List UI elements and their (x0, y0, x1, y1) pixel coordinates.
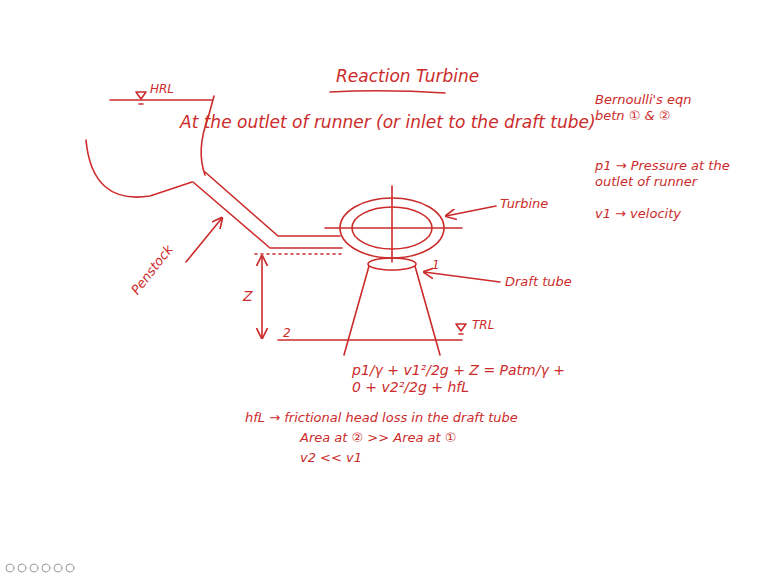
note-text: p1 → Pressure at the outlet of runner (595, 158, 753, 189)
penstock-pipe (193, 182, 342, 248)
section-number: 1 (432, 258, 440, 272)
note-text: hfL → frictional head loss in the draft … (245, 410, 518, 426)
note-text: Bernoulli's eqn betn ① & ② (595, 92, 695, 123)
section-line (278, 339, 462, 341)
trl-symbol (456, 324, 466, 331)
draft-tube-wall (415, 266, 440, 355)
dimension-extension (255, 253, 345, 255)
reservoir-bed (86, 140, 192, 197)
dam-face (201, 96, 214, 175)
trl-symbol (459, 333, 463, 335)
leader-line (446, 206, 496, 216)
section-number: 2 (283, 326, 291, 340)
draft-tube-wall (344, 266, 369, 355)
part-label: Turbine (500, 196, 548, 212)
center-line (325, 227, 462, 229)
draft-tube-inlet (368, 258, 416, 270)
note-text: v2 << v1 (300, 450, 362, 466)
part-label: Draft tube (505, 274, 572, 290)
note-text: v1 → velocity (595, 206, 681, 222)
penstock-pipe (205, 172, 340, 236)
note-text: Area at ② >> Area at ① (300, 430, 456, 446)
dimension-label: Z (243, 288, 253, 305)
level-label: TRL (472, 318, 494, 332)
leader-line (186, 218, 222, 262)
title: Reaction Turbine (336, 66, 479, 86)
center-line (391, 186, 393, 262)
note-text: At the outlet of runner (or inlet to the… (180, 112, 596, 132)
equation: p1/γ + v1²/2g + Z = Patm/γ + 0 + v2²/2g … (352, 362, 577, 396)
part-label: Penstock (128, 242, 176, 298)
title-underline (330, 91, 445, 93)
hrl-symbol (136, 92, 146, 99)
hrl-symbol (139, 103, 143, 105)
hrl-line (110, 99, 212, 101)
dimension-line (261, 256, 263, 338)
level-label: HRL (150, 82, 174, 96)
toolbar-icons (6, 564, 74, 572)
leader-line (424, 272, 500, 282)
